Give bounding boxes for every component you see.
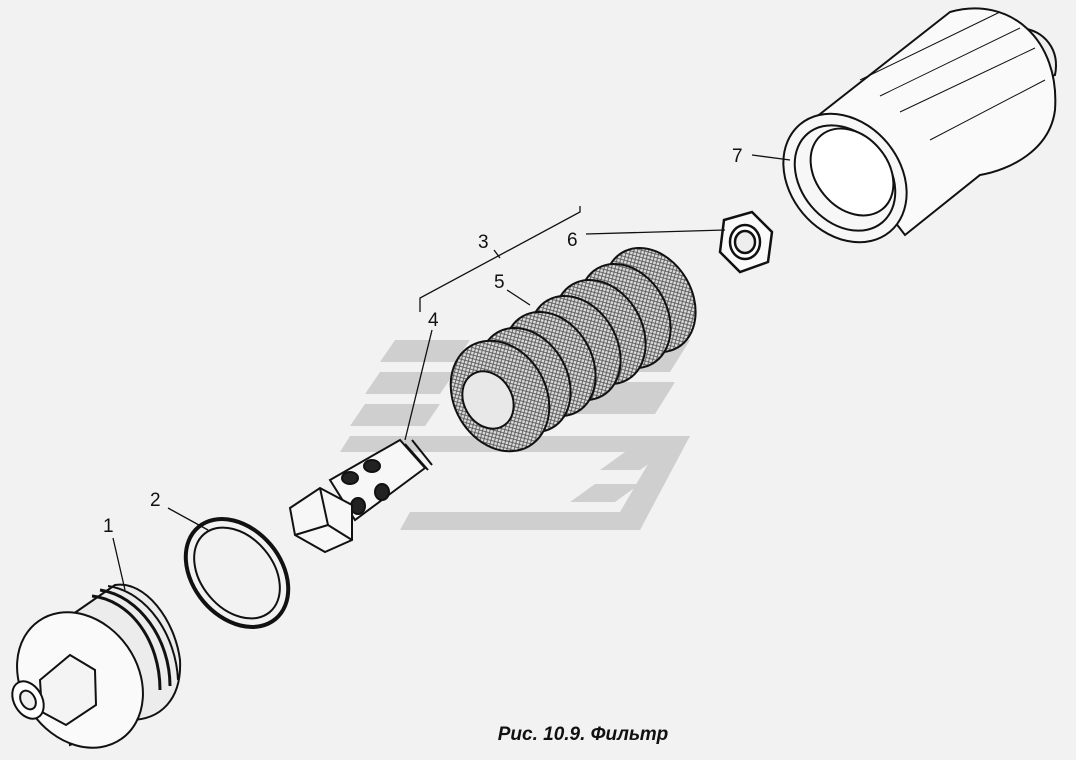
callout-labels: 1 2 3 4 5 6 7 <box>103 146 743 537</box>
filter-housing-part-7 <box>782 7 1057 244</box>
callout-label-2: 2 <box>150 490 161 511</box>
callout-label-1: 1 <box>103 516 114 537</box>
gasket-part-2 <box>183 517 291 629</box>
callout-label-6: 6 <box>567 230 578 251</box>
callout-label-7: 7 <box>732 146 743 167</box>
callout-label-5: 5 <box>494 272 505 293</box>
caption-text: Рис. 10.9. Фильтр <box>497 724 669 745</box>
callout-label-4: 4 <box>428 310 439 331</box>
figure-caption: Рис. 10.9. Фильтр <box>0 724 1076 746</box>
nut-part-6 <box>718 210 774 274</box>
mesh-coil-part-5 <box>449 246 697 453</box>
hollow-bolt-part-4 <box>288 438 433 554</box>
cap-part-1 <box>11 583 182 749</box>
leader-lines <box>112 154 791 591</box>
callout-label-3: 3 <box>478 232 489 253</box>
